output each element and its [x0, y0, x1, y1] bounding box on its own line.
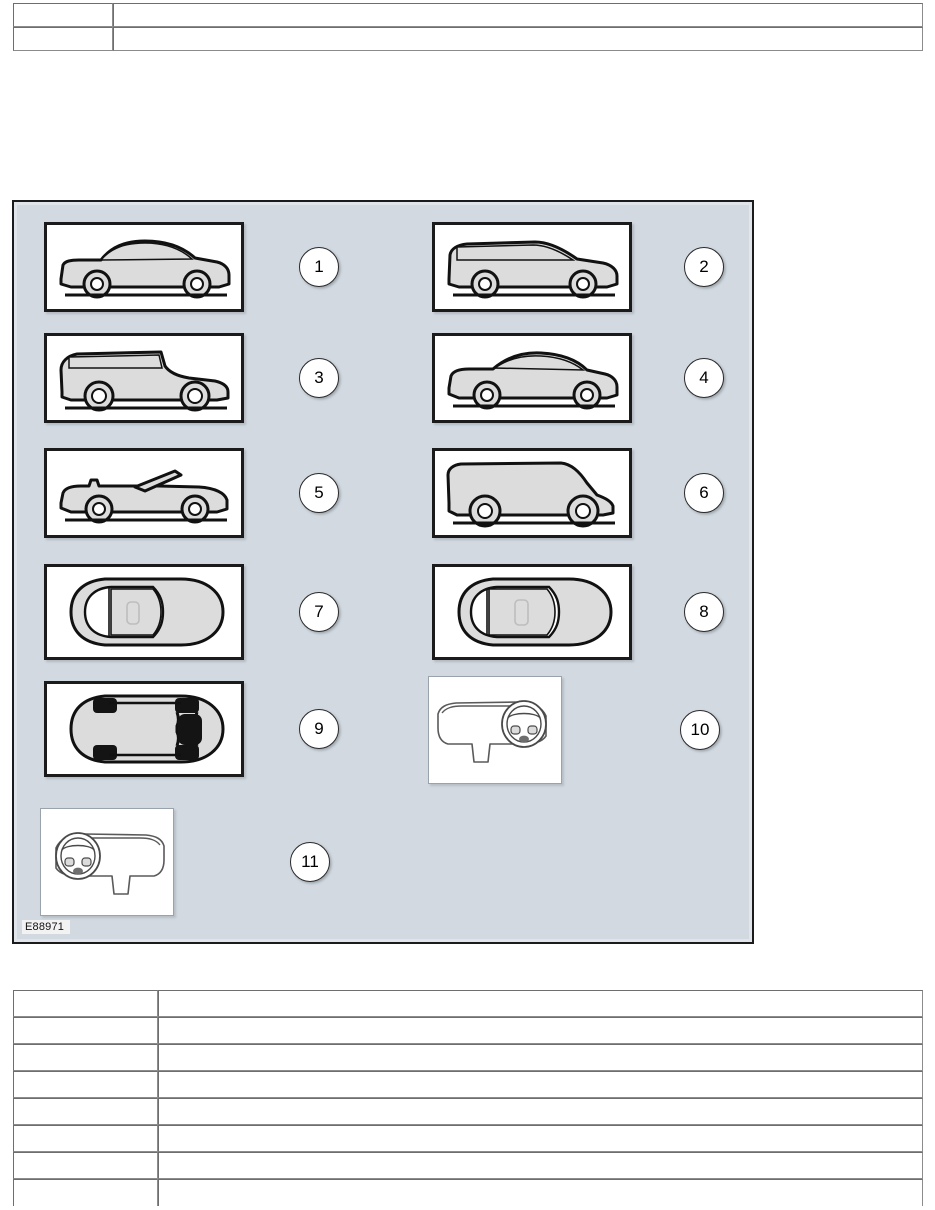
convertible-side-view-svg: [59, 469, 229, 524]
illustration-reference-label: E88971: [22, 920, 71, 934]
table-row: [13, 27, 923, 51]
callout-10: 10: [680, 710, 720, 750]
suv-side-view-icon: [44, 333, 244, 423]
bottom-table: [13, 990, 923, 1206]
table-cell-value: [158, 1125, 923, 1152]
top-table: [13, 3, 923, 51]
table-row: [13, 1125, 923, 1152]
dashboard-rhd-icon: [428, 676, 562, 784]
table-row: [13, 3, 923, 27]
table-cell-label: [13, 1125, 158, 1152]
dashboard-lhd-svg: [55, 832, 165, 895]
figure-row-4: 4: [432, 333, 724, 423]
illustration-panel: 1 2: [12, 200, 754, 944]
figure-row-7: 7: [44, 564, 339, 660]
table-row: [13, 1017, 923, 1044]
figure-row-8: 8: [432, 564, 724, 660]
sedan-side-view-svg: [59, 239, 231, 299]
table-cell-label: [13, 1017, 158, 1044]
table-cell-label: [13, 1098, 158, 1125]
dashboard-lhd-icon: [40, 808, 174, 916]
table-cell-value: [113, 3, 923, 27]
figure-row-10: 10: [428, 676, 720, 784]
callout-11: 11: [290, 842, 330, 882]
table-cell-value: [158, 1152, 923, 1179]
table-cell-value: [158, 1071, 923, 1098]
callout-2: 2: [684, 247, 724, 287]
table-row: [13, 990, 923, 1017]
table-cell-value: [113, 27, 923, 51]
figure-row-6: 6: [432, 448, 724, 538]
callout-label: 5: [314, 483, 324, 502]
callout-label: 3: [314, 368, 324, 387]
table-cell-value: [158, 990, 923, 1017]
figure-row-9: 9: [44, 681, 339, 777]
callout-label: 9: [314, 719, 324, 738]
callout-label: 6: [699, 483, 709, 502]
table-cell-value: [158, 1098, 923, 1125]
callout-4: 4: [684, 358, 724, 398]
callout-label: 1: [314, 257, 324, 276]
table-cell-label: [13, 990, 158, 1017]
table-row: [13, 1179, 923, 1206]
van-side-view-svg: [446, 461, 615, 528]
coupe-side-view-icon: [432, 333, 632, 423]
figure-row-3: 3: [44, 333, 339, 423]
callout-label: 7: [314, 602, 324, 621]
callout-label: 8: [699, 602, 709, 621]
sedan-side-view-icon: [44, 222, 244, 312]
dashboard-rhd-svg: [437, 700, 547, 763]
car-underbody-view-svg: [69, 694, 225, 764]
figure-row-11: 11: [40, 808, 330, 916]
van-side-view-icon: [432, 448, 632, 538]
table-cell-label: [13, 27, 113, 51]
top-table-body: [13, 3, 923, 51]
estate-side-view-svg: [447, 240, 619, 299]
bottom-table-body: [13, 990, 923, 1206]
callout-label: 10: [690, 720, 710, 739]
table-cell-value: [158, 1017, 923, 1044]
figure-row-1: 1: [44, 222, 339, 312]
convertible-side-view-icon: [44, 448, 244, 538]
table-row: [13, 1071, 923, 1098]
callout-label: 4: [699, 368, 709, 387]
table-row: [13, 1152, 923, 1179]
table-row: [13, 1098, 923, 1125]
table-cell-value: [158, 1044, 923, 1071]
coupe-side-view-svg: [447, 351, 619, 410]
table-cell-label: [13, 1071, 158, 1098]
callout-9: 9: [299, 709, 339, 749]
callout-8: 8: [684, 592, 724, 632]
callout-label: 11: [301, 852, 319, 871]
callout-label: 2: [699, 257, 709, 276]
table-row: [13, 1044, 923, 1071]
car-underbody-view-icon: [44, 681, 244, 777]
estate-side-view-icon: [432, 222, 632, 312]
car-top-view-sunroof-svg: [457, 577, 613, 647]
car-top-view-svg: [69, 577, 225, 647]
callout-5: 5: [299, 473, 339, 513]
table-cell-label: [13, 1152, 158, 1179]
callout-1: 1: [299, 247, 339, 287]
table-cell-label: [13, 1179, 158, 1206]
table-cell-label: [13, 1044, 158, 1071]
callout-6: 6: [684, 473, 724, 513]
suv-side-view-svg: [59, 350, 230, 412]
callout-3: 3: [299, 358, 339, 398]
table-cell-value: [158, 1179, 923, 1206]
car-top-view-sunroof-icon: [432, 564, 632, 660]
illustration-canvas: 1 2: [14, 202, 752, 942]
car-top-view-icon: [44, 564, 244, 660]
figure-row-2: 2: [432, 222, 724, 312]
figure-row-5: 5: [44, 448, 339, 538]
callout-7: 7: [299, 592, 339, 632]
table-cell-label: [13, 3, 113, 27]
